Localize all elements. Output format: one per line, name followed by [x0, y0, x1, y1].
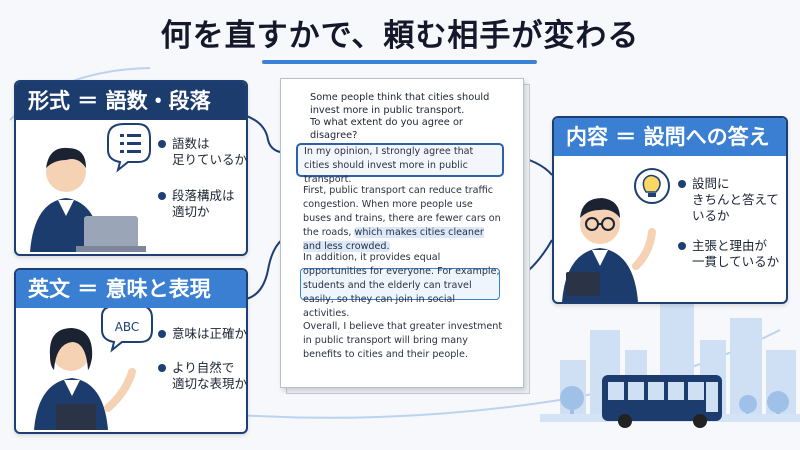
man-with-laptop-icon [30, 123, 151, 252]
card-english-heading: 英文 ＝ 意味と表現 [16, 270, 246, 308]
card-english-bullet-1: 意味は正確か [158, 326, 252, 342]
card-form: 形式 ＝ 語数・段落 語数は 足りているか 段落構成は 適切か [14, 80, 248, 256]
page-title: 何を直すかで、頼む相手が変わる [160, 18, 640, 54]
essay-intro-highlight [296, 143, 504, 177]
essay-body1-text: First, public transport can reduce traff… [303, 185, 501, 238]
essay-body2-text: In addition, it provides equal opportuni… [303, 252, 441, 277]
essay-body2-highlight: For example, students and the elderly ca… [303, 266, 500, 319]
bullet-dot [678, 180, 686, 188]
card-english-bullet-2: より自然で 適切な表現か [158, 360, 252, 392]
bullet-dot [158, 364, 166, 372]
card-form-bullet-1: 語数は 足りているか [158, 136, 252, 168]
card-english: 英文 ＝ 意味と表現 ABC 意味は正確か より自然で 適切な表現か [14, 268, 248, 434]
card-content-bullet-1: 設問に きちんと答えているか [678, 176, 786, 224]
bullet-text: 意味は正確か [172, 326, 248, 341]
bullet-text: 主張と理由が 一貫しているか [692, 238, 780, 269]
card-content: 内容 ＝ 設問への答え 設問に きちんと答えているか 主張と理由が 一貫している… [552, 116, 788, 304]
essay-conclusion: Overall, I believe that greater investme… [303, 321, 503, 360]
tree-icons [560, 386, 789, 414]
bullet-dot [158, 192, 166, 200]
bullet-text: 語数は 足りているか [172, 136, 248, 167]
card-content-heading: 内容 ＝ 設問への答え [554, 118, 786, 156]
bus-icon [602, 375, 722, 428]
card-form-heading: 形式 ＝ 語数・段落 [16, 82, 246, 120]
bullet-text: より自然で 適切な表現か [172, 360, 248, 391]
essay-body2-highlight-box [300, 268, 500, 300]
card-form-bullet-2: 段落構成は 適切か [158, 188, 252, 220]
bullet-text: 設問に きちんと答えているか [692, 176, 779, 223]
woman-teacher-icon: ABC [34, 308, 153, 430]
bullet-text: 段落構成は 適切か [172, 188, 235, 219]
man-with-glasses-icon [562, 168, 670, 302]
essay-prompt: Some people think that cities should inv… [310, 92, 490, 141]
bullet-dot [678, 242, 686, 250]
essay-body1: First, public transport can reduce traff… [303, 184, 503, 254]
bubble-abc-text: ABC [115, 320, 140, 334]
essay-body2: In addition, it provides equal opportuni… [303, 251, 503, 321]
bullet-dot [158, 140, 166, 148]
essay-intro: In my opinion, I strongly agree that cit… [304, 146, 474, 185]
title-underline [262, 60, 537, 64]
bullet-dot [158, 330, 166, 338]
card-content-bullet-2: 主張と理由が 一貫しているか [678, 238, 786, 270]
